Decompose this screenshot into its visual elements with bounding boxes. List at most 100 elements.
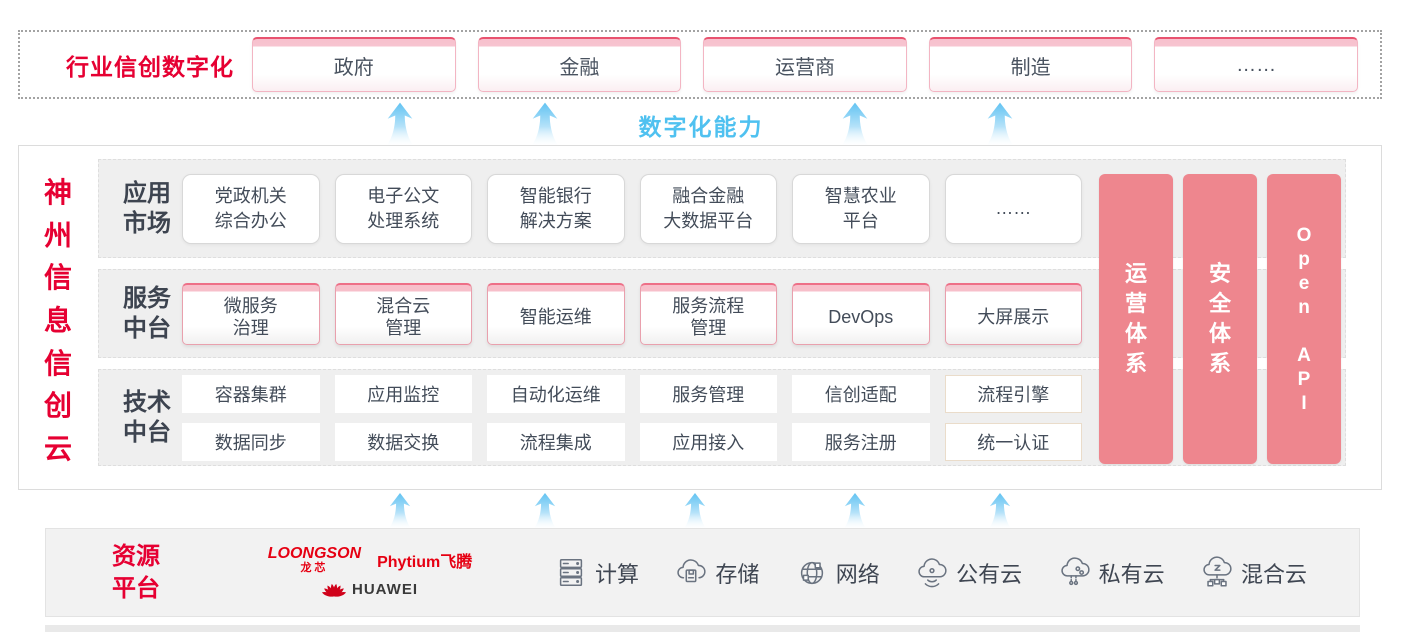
app-box-smart-bank: 智能银行解决方案: [487, 173, 625, 244]
box-line: ……: [995, 198, 1032, 219]
storage-icon: [677, 558, 706, 582]
resource-platform-label: 资源 平台: [112, 541, 160, 603]
industry-box-row: 政府 金融 运营商 制造 ……: [252, 37, 1358, 92]
network-icon: [800, 561, 823, 584]
industry-box-manufacturing: 制造: [928, 37, 1133, 92]
app-box-row: 党政机关综合办公 电子公文处理系统 智能银行解决方案 融合金融大数据平台 智慧农…: [182, 173, 1082, 244]
industry-panel-title: 行业信创数字化: [66, 53, 234, 80]
label-line: 平台: [112, 574, 160, 602]
box-line: 管理: [690, 318, 727, 338]
loongson-logo: LOONGSON 龙芯: [268, 546, 361, 574]
bar-char: 运: [1124, 261, 1147, 286]
label-line: 资源: [112, 543, 160, 571]
box-line: 服务流程: [672, 295, 745, 316]
bar-char: 安: [1208, 261, 1231, 286]
box-line: 融合金融: [672, 186, 745, 207]
resource-private-cloud: 私有云: [1058, 556, 1165, 590]
up-arrow-icon: [843, 493, 867, 529]
bar-char: 系: [1208, 351, 1231, 376]
resource-platform-panel: 资源 平台 LOONGSON 龙芯 Phytium飞腾: [45, 528, 1360, 617]
service-box-service-process: 服务流程管理: [639, 282, 777, 345]
industry-digitalization-panel: 行业信创数字化 政府 金融 运营商 制造 ……: [18, 30, 1382, 99]
label-line: 服务: [123, 284, 171, 312]
app-market-label: 应用 市场: [116, 179, 178, 239]
bar-char: 全: [1208, 291, 1231, 316]
resource-public-cloud: 公有云: [915, 556, 1022, 590]
bar-char: P: [1297, 368, 1311, 390]
xinchuang-cloud-panel: 神 州 信 息 信 创 云 应用 市场 党政机关综合办公 电子公文处理系统 智能…: [18, 145, 1382, 490]
label-line: 市场: [123, 209, 171, 237]
label-line: 中台: [123, 314, 171, 342]
tech-box-process-engine: 流程引擎: [944, 374, 1082, 413]
up-arrow-icon: [533, 493, 557, 529]
box-line: 混合云: [376, 295, 431, 316]
tech-box-unified-auth: 统一认证: [944, 422, 1082, 461]
loongson-cn-label: 龙芯: [300, 562, 329, 574]
up-arrow-icon: [388, 493, 412, 529]
service-box-hybrid-cloud-mgmt: 混合云管理: [334, 282, 472, 345]
box-line: 治理: [232, 318, 269, 338]
public-cloud-icon: [918, 557, 947, 587]
box-line: 大数据平台: [663, 210, 754, 231]
app-box-edoc-system: 电子公文处理系统: [334, 173, 472, 244]
bar-char: O: [1296, 224, 1312, 246]
open-api-bar: O p e n A P I: [1267, 174, 1341, 464]
label-line: 中台: [123, 418, 171, 446]
box-line: 平台: [842, 210, 879, 231]
up-arrow-icon: [988, 493, 1012, 529]
bar-char: 系: [1124, 351, 1147, 376]
box-line: 大屏展示: [977, 306, 1050, 327]
resource-label: 存储: [715, 561, 760, 587]
industry-box-government: 政府: [252, 37, 456, 92]
resource-network: 网络: [795, 556, 880, 590]
security-system-bar: 安 全 体 系: [1183, 174, 1257, 464]
tech-box-app-access: 应用接入: [639, 422, 777, 461]
bar-char: e: [1298, 272, 1310, 294]
bar-char: A: [1297, 344, 1311, 366]
industry-box-finance: 金融: [477, 37, 682, 92]
resource-storage: 存储: [674, 556, 759, 590]
tech-box-xinchuang-adapt: 信创适配: [792, 374, 930, 413]
phytium-logo: Phytium飞腾: [377, 554, 473, 571]
private-cloud-icon: [1060, 556, 1090, 585]
app-box-gov-office: 党政机关综合办公: [182, 173, 320, 244]
service-box-row: 微服务治理 混合云管理 智能运维 服务流程管理 DevOps 大屏展示: [182, 282, 1082, 345]
up-arrow-icon: [683, 493, 707, 529]
bar-char: n: [1298, 296, 1310, 318]
title-char: 创: [43, 390, 72, 422]
resource-label: 网络: [835, 561, 880, 587]
bar-char: 体: [1208, 321, 1231, 346]
app-box-finance-bigdata: 融合金融大数据平台: [639, 173, 777, 244]
server-icon: [559, 558, 583, 586]
tech-box-process-integration: 流程集成: [487, 422, 625, 461]
app-box-more: ……: [944, 173, 1082, 244]
industry-box-more: ……: [1154, 37, 1358, 92]
label-line: 技术: [123, 388, 171, 416]
title-char: 州: [43, 219, 72, 251]
title-char: 神: [43, 177, 72, 208]
service-platform-label: 服务 中台: [116, 284, 178, 344]
title-char: 信: [43, 347, 72, 379]
box-line: 管理: [385, 318, 422, 338]
bar-char: 营: [1124, 291, 1147, 316]
huawei-logo-icon: [322, 583, 346, 597]
box-line: 智能运维: [519, 306, 592, 327]
tech-box-data-sync: 数据同步: [182, 422, 320, 461]
hybrid-cloud-icon: [1203, 555, 1232, 587]
service-box-big-screen: 大屏展示: [944, 282, 1082, 345]
box-line: 电子公文: [367, 186, 440, 207]
resource-items: 计算 存储 网络: [554, 555, 1307, 590]
resource-compute: 计算: [554, 556, 639, 590]
label-line: 应用: [123, 179, 171, 207]
bar-char: I: [1301, 392, 1307, 414]
tech-box-service-registry: 服务注册: [792, 422, 930, 461]
cloud-vertical-title: 神 州 信 息 信 创 云: [41, 171, 75, 467]
box-line: 综合办公: [214, 210, 287, 231]
industry-box-operator: 运营商: [703, 37, 907, 92]
resource-label: 计算: [595, 561, 640, 587]
service-box-microservice: 微服务治理: [182, 282, 320, 345]
resource-label: 公有云: [956, 561, 1023, 587]
tech-box-auto-ops: 自动化运维: [487, 374, 625, 413]
box-line: 党政机关: [214, 186, 287, 207]
tech-box-app-monitoring: 应用监控: [334, 374, 472, 413]
